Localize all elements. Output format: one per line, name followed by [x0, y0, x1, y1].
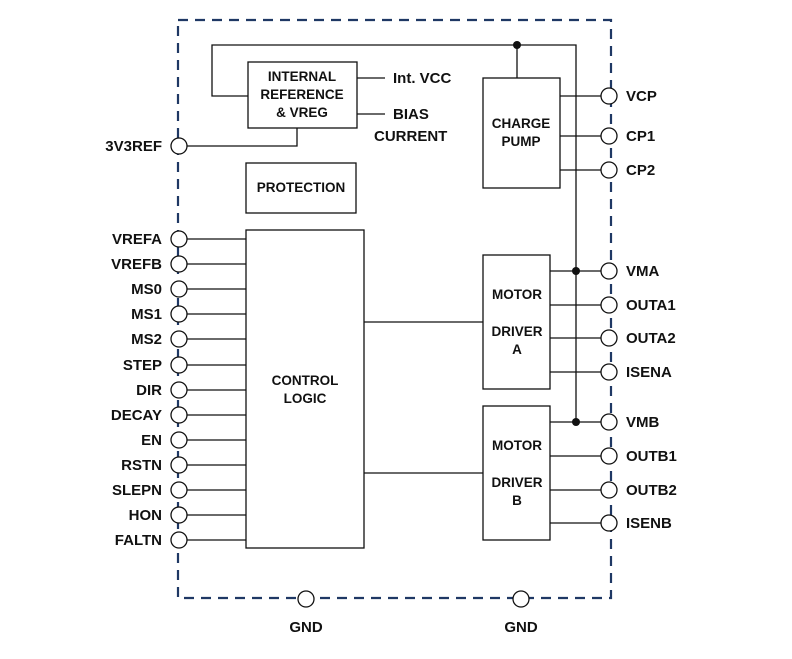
control-input-wires — [187, 238, 246, 541]
pin-decay-label: DECAY — [111, 407, 162, 424]
motor-driver-a-line-1: MOTOR — [492, 287, 542, 302]
pin-cp1 — [600, 127, 618, 145]
pin-gnd-1 — [297, 590, 315, 608]
pin-vcp — [600, 87, 618, 105]
pin-ms1-label: MS1 — [131, 306, 162, 323]
pin-step — [170, 356, 188, 374]
int-vcc-label: Int. VCC — [393, 70, 451, 87]
internal-reference-line-1: INTERNAL — [268, 69, 336, 84]
pin-vcp-label: VCP — [626, 88, 657, 105]
protection-block: PROTECTION — [245, 162, 357, 214]
pin-outa1-label: OUTA1 — [626, 297, 676, 314]
pin-outa2-label: OUTA2 — [626, 330, 676, 347]
protection-label: PROTECTION — [257, 180, 346, 195]
pin-faltn-label: FALTN — [115, 532, 162, 549]
pin-hon-label: HON — [129, 507, 162, 524]
pin-slepn-label: SLEPN — [112, 482, 162, 499]
motor-driver-b-block: MOTOR DRIVER B — [482, 405, 551, 541]
bias-current-line-2: CURRENT — [374, 128, 447, 145]
pin-hon — [170, 506, 188, 524]
pin-gnd-2 — [512, 590, 530, 608]
motor-driver-b-line-3: B — [512, 493, 522, 508]
internal-reference-block: INTERNAL REFERENCE & VREG — [247, 61, 358, 129]
junction-dot — [572, 267, 580, 275]
pin-ms2 — [170, 330, 188, 348]
internal-reference-line-2: REFERENCE — [260, 87, 343, 102]
pin-gnd-2-label: GND — [504, 619, 538, 636]
motor-driver-b-line-2: DRIVER — [491, 475, 542, 490]
pin-outb1 — [600, 447, 618, 465]
pin-vmb — [600, 413, 618, 431]
motor-driver-b-line-1: MOTOR — [492, 438, 542, 453]
pin-rstn — [170, 456, 188, 474]
pin-outb2-label: OUTB2 — [626, 482, 677, 499]
wiring — [187, 44, 601, 524]
pin-vrefa-label: VREFA — [112, 231, 162, 248]
pin-en — [170, 431, 188, 449]
control-logic-line-2: LOGIC — [284, 391, 327, 406]
motor-driver-a-block: MOTOR DRIVER A — [482, 254, 551, 390]
pin-cp2 — [600, 161, 618, 179]
junction-dot — [572, 418, 580, 426]
pin-rstn-label: RSTN — [121, 457, 162, 474]
pin-decay — [170, 406, 188, 424]
bias-current-line-1: BIAS — [393, 106, 429, 123]
pin-cp1-label: CP1 — [626, 128, 655, 145]
pin-en-label: EN — [141, 432, 162, 449]
pin-vrefb-label: VREFB — [111, 256, 162, 273]
pin-outa2 — [600, 329, 618, 347]
charge-pump-line-1: CHARGE — [492, 116, 551, 131]
pin-3v3ref — [170, 137, 188, 155]
pin-ms1 — [170, 305, 188, 323]
pin-ms0-label: MS0 — [131, 281, 162, 298]
internal-reference-line-3: & VREG — [276, 105, 328, 120]
motor-driver-a-line-3: A — [512, 342, 522, 357]
pin-vrefa — [170, 230, 188, 248]
pin-outa1 — [600, 296, 618, 314]
pin-dir-label: DIR — [136, 382, 162, 399]
control-logic-line-1: CONTROL — [272, 373, 339, 388]
pin-faltn — [170, 531, 188, 549]
pin-3v3ref-label: 3V3REF — [105, 138, 162, 155]
pin-isenb-label: ISENB — [626, 515, 672, 532]
pin-slepn — [170, 481, 188, 499]
pin-step-label: STEP — [123, 357, 162, 374]
pin-gnd-1-label: GND — [289, 619, 323, 636]
pin-vrefb — [170, 255, 188, 273]
junction-dot — [513, 41, 521, 49]
pin-vmb-label: VMB — [626, 414, 660, 431]
pin-vma-label: VMA — [626, 263, 660, 280]
pin-outb2 — [600, 481, 618, 499]
charge-pump-line-2: PUMP — [501, 134, 540, 149]
motor-driver-a-line-2: DRIVER — [491, 324, 542, 339]
pin-vma — [600, 262, 618, 280]
pin-isena — [600, 363, 618, 381]
pin-cp2-label: CP2 — [626, 162, 655, 179]
pin-outb1-label: OUTB1 — [626, 448, 677, 465]
control-logic-block: CONTROL LOGIC — [245, 229, 365, 549]
pin-ms2-label: MS2 — [131, 331, 162, 348]
pin-ms0 — [170, 280, 188, 298]
pin-isenb — [600, 514, 618, 532]
pin-dir — [170, 381, 188, 399]
charge-pump-block: CHARGE PUMP — [482, 77, 561, 189]
pin-isena-label: ISENA — [626, 364, 672, 381]
